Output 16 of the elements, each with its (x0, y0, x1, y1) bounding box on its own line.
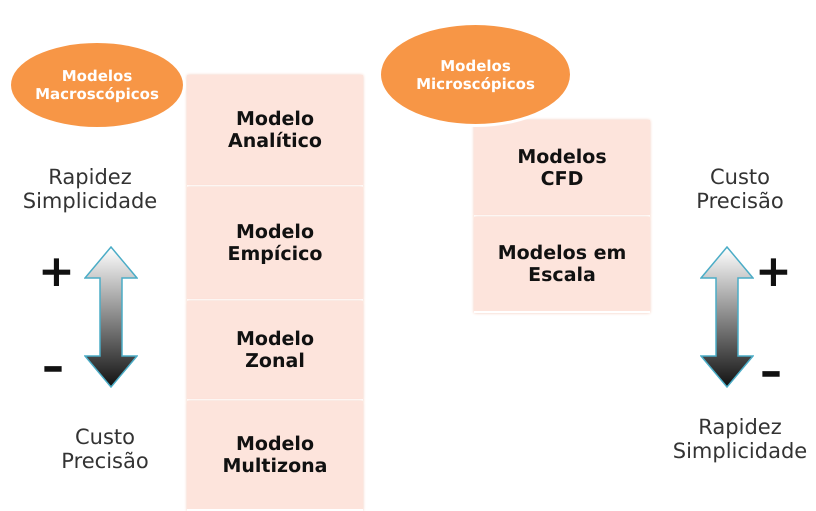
model-box: Modelo Analítico (187, 75, 363, 187)
note-text: Custo Precisão (60, 425, 150, 473)
category-ellipse: Modelos Macroscópicos (8, 40, 186, 130)
sign-symbol: + (38, 250, 75, 294)
sign-symbol: + (755, 250, 792, 294)
model-box: Modelo Empícico (187, 187, 363, 301)
model-box: Modelos em Escala (474, 217, 650, 313)
sign-symbol: – (760, 350, 782, 394)
note-text: Rapidez Simplicidade (672, 415, 808, 463)
model-box: Modelo Zonal (187, 301, 363, 401)
model-box: Modelo Multizona (187, 401, 363, 511)
note-text: Rapidez Simplicidade (22, 165, 158, 213)
sign-symbol: – (42, 345, 64, 389)
model-box: Modelos CFD (474, 120, 650, 217)
category-ellipse: Modelos Microscópicos (378, 22, 573, 127)
note-text: Custo Precisão (695, 165, 785, 213)
